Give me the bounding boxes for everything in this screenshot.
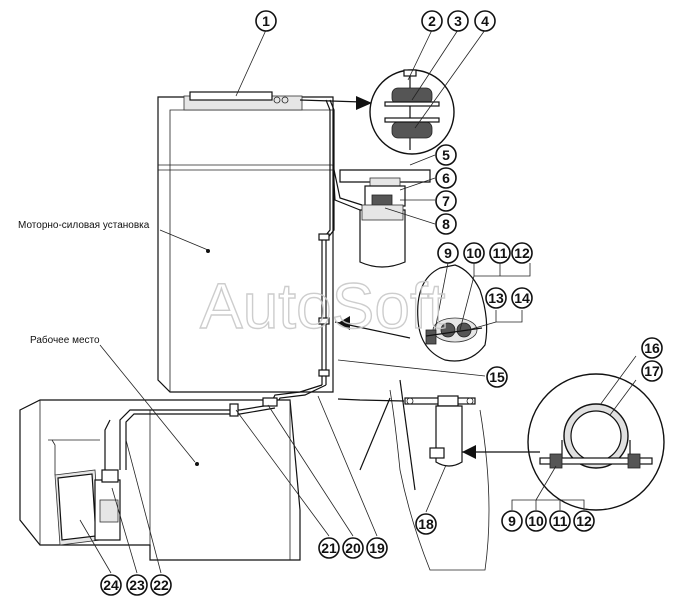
callout-22: 22 — [150, 574, 172, 596]
callout-18: 18 — [415, 513, 437, 535]
engine-unit-drawing — [157, 91, 334, 393]
svg-text:6: 6 — [442, 170, 450, 186]
zoom-detail-top — [369, 69, 455, 155]
svg-text:13: 13 — [488, 290, 504, 306]
callout-6: 6 — [435, 167, 457, 189]
arrow-to-zoom-bottom — [462, 445, 540, 459]
svg-text:21: 21 — [321, 540, 337, 556]
filter-assembly-drawing — [332, 164, 431, 268]
svg-text:4: 4 — [481, 13, 489, 29]
callout-15: 15 — [486, 366, 508, 388]
svg-text:18: 18 — [418, 516, 434, 532]
svg-text:11: 11 — [493, 245, 508, 261]
callout-3: 3 — [447, 10, 469, 32]
autosoft-watermark: AutoSoft — [200, 270, 446, 342]
callout-2: 2 — [421, 10, 443, 32]
arrow-to-zoom-top — [299, 96, 372, 110]
svg-text:1: 1 — [262, 13, 270, 29]
fuel-lines-vertical — [269, 99, 335, 409]
svg-text:19: 19 — [369, 540, 385, 556]
svg-text:14: 14 — [514, 290, 530, 306]
svg-text:10: 10 — [466, 245, 482, 261]
svg-text:10: 10 — [528, 513, 544, 529]
callout-9-lower: 9 — [501, 510, 523, 532]
callout-20: 20 — [342, 537, 364, 559]
svg-text:8: 8 — [442, 216, 450, 232]
zoom-detail-bottom — [527, 373, 665, 511]
callout-12-upper: 12 — [511, 242, 533, 264]
workplace-label: Рабочее место — [30, 334, 100, 346]
callout-17: 17 — [641, 360, 663, 382]
svg-text:3: 3 — [454, 13, 462, 29]
callout-8: 8 — [435, 213, 457, 235]
callout-10-upper: 10 — [463, 242, 485, 264]
callout-11-lower: 11 — [549, 510, 571, 532]
chassis-outline — [359, 379, 490, 571]
callout-11-upper: 11 — [489, 242, 511, 264]
svg-text:15: 15 — [489, 369, 505, 385]
callout-21: 21 — [318, 537, 340, 559]
engine-label-point — [206, 249, 210, 253]
arrow-to-zoom-middle — [334, 316, 411, 339]
svg-text:2: 2 — [428, 13, 436, 29]
svg-text:22: 22 — [153, 577, 169, 593]
svg-text:7: 7 — [442, 193, 450, 209]
svg-text:9: 9 — [508, 513, 516, 529]
workplace-drawing — [19, 397, 301, 561]
svg-text:16: 16 — [644, 340, 660, 356]
callout-9-upper: 9 — [437, 242, 459, 264]
callout-12-lower: 12 — [573, 510, 595, 532]
workplace-label-point — [195, 462, 199, 466]
fuel-filter-drawing — [337, 395, 476, 467]
svg-text:12: 12 — [514, 245, 530, 261]
svg-text:11: 11 — [553, 513, 568, 529]
callout-4: 4 — [474, 10, 496, 32]
callout-19: 19 — [366, 537, 388, 559]
svg-text:9: 9 — [444, 245, 452, 261]
svg-text:12: 12 — [576, 513, 592, 529]
callout-13: 13 — [485, 287, 507, 309]
engine-unit-label: Моторно-силовая установка — [18, 220, 150, 231]
svg-text:5: 5 — [442, 147, 450, 163]
callout-14: 14 — [511, 287, 533, 309]
callout-16: 16 — [641, 337, 663, 359]
svg-text:23: 23 — [129, 577, 145, 593]
svg-text:17: 17 — [644, 363, 660, 379]
leader-lines — [79, 29, 637, 574]
svg-text:24: 24 — [103, 577, 119, 593]
zoom-detail-middle — [417, 264, 488, 362]
callout-10-lower: 10 — [525, 510, 547, 532]
callout-24: 24 — [100, 574, 122, 596]
callout-7: 7 — [435, 190, 457, 212]
callout-23: 23 — [126, 574, 148, 596]
callout-1: 1 — [255, 10, 277, 32]
svg-text:20: 20 — [345, 540, 361, 556]
callout-5: 5 — [435, 144, 457, 166]
